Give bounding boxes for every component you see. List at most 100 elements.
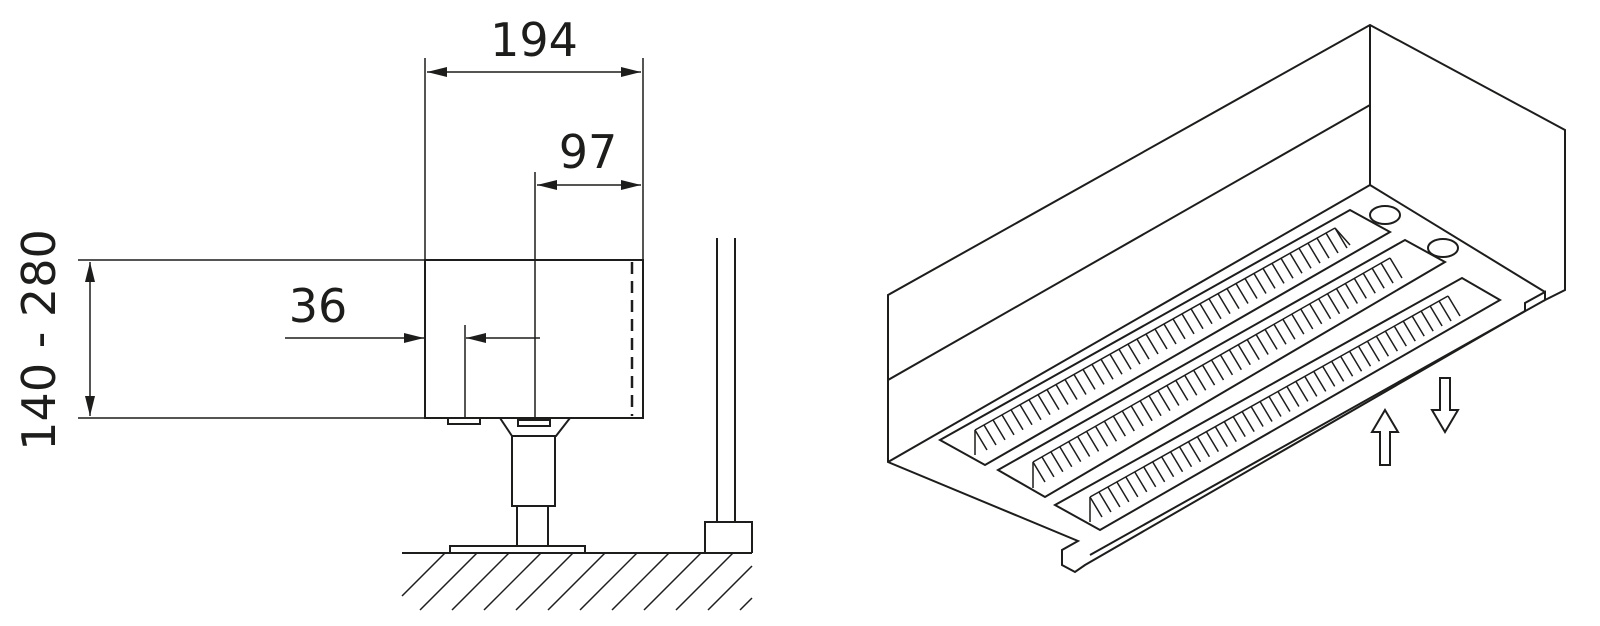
grille-fin bbox=[1241, 411, 1255, 432]
dimension-offset: 36 bbox=[289, 279, 348, 333]
grille-fin bbox=[1325, 232, 1339, 254]
arrow-down-icon bbox=[1430, 377, 1460, 434]
foot bbox=[517, 419, 551, 427]
grille-fin bbox=[1154, 328, 1168, 350]
grille-fin bbox=[1157, 390, 1171, 411]
grille-fin bbox=[1134, 471, 1148, 493]
grille-fin bbox=[1438, 300, 1452, 322]
grille-fin bbox=[1193, 369, 1207, 391]
grille-fin bbox=[1118, 348, 1132, 370]
grille-fin bbox=[1268, 396, 1282, 417]
front-rail bbox=[1089, 299, 1546, 556]
grille-fin bbox=[1073, 374, 1087, 395]
convector-body bbox=[424, 259, 644, 419]
grille-fin bbox=[1219, 354, 1234, 376]
grille-fin bbox=[1393, 325, 1407, 347]
grille-fin bbox=[1402, 320, 1416, 342]
grille-fin bbox=[1107, 486, 1121, 508]
grille-fin bbox=[1344, 283, 1359, 304]
grille-fin bbox=[1139, 400, 1153, 422]
grille-fin bbox=[1223, 421, 1237, 443]
grille-fin bbox=[1187, 441, 1202, 463]
grille-fin bbox=[1046, 389, 1060, 410]
grille-fin bbox=[1109, 353, 1123, 375]
grille-fin bbox=[1232, 416, 1246, 437]
grille-fin bbox=[1214, 426, 1228, 448]
grille-fin bbox=[1098, 491, 1112, 513]
grille-fin bbox=[1289, 252, 1303, 274]
side-view: 194 97 36 140 - 280 bbox=[12, 13, 753, 611]
grille-fin bbox=[1028, 399, 1042, 421]
grille-fin bbox=[1353, 278, 1367, 299]
grille-fin bbox=[1420, 310, 1434, 332]
grille-fin bbox=[1217, 293, 1231, 315]
grille-fin bbox=[1313, 370, 1327, 392]
grille-fin bbox=[1262, 268, 1276, 289]
grille-fin bbox=[1326, 293, 1341, 315]
grille-fin bbox=[1121, 410, 1135, 432]
support-leg bbox=[511, 435, 556, 507]
grille-fin bbox=[1145, 333, 1159, 355]
grille-fin bbox=[1037, 394, 1051, 416]
grille-fin bbox=[1152, 461, 1166, 483]
grille-fin bbox=[1228, 349, 1242, 371]
grille-fin bbox=[1255, 334, 1269, 355]
grille-fin bbox=[1380, 262, 1394, 284]
grille-fin bbox=[1001, 414, 1015, 436]
grille-fin bbox=[1389, 257, 1403, 279]
foot bbox=[447, 417, 481, 425]
grille-fin bbox=[1277, 391, 1291, 412]
grille-fin bbox=[1253, 273, 1267, 294]
grille-fin bbox=[1250, 406, 1264, 427]
grille-fin bbox=[1246, 339, 1260, 360]
grille-fin bbox=[1304, 376, 1318, 397]
housing-edge bbox=[887, 184, 1371, 463]
dimension-height-range: 140 - 280 bbox=[12, 229, 66, 450]
grille-fin bbox=[1199, 303, 1213, 325]
grille-fin bbox=[983, 424, 997, 446]
grille-fin bbox=[1298, 247, 1312, 269]
grille-fin bbox=[1205, 431, 1219, 453]
grille-fin bbox=[1032, 461, 1046, 483]
grille-fin bbox=[1163, 323, 1177, 345]
grille-fin bbox=[1103, 420, 1118, 442]
dimension-width-total: 194 bbox=[490, 13, 578, 67]
grille-3 bbox=[1052, 276, 1503, 532]
grille-fin bbox=[1201, 364, 1216, 386]
support-leg-lower bbox=[516, 505, 549, 547]
grille-fin bbox=[1148, 395, 1162, 417]
grille-fin bbox=[1116, 481, 1130, 503]
grille-fin bbox=[1210, 359, 1225, 381]
grille-fin bbox=[1235, 283, 1249, 304]
grille-fin bbox=[1226, 288, 1240, 309]
grille-fin bbox=[1076, 436, 1091, 457]
grille-fin bbox=[1291, 313, 1305, 335]
grille-fin bbox=[974, 429, 988, 451]
grille-fin bbox=[1282, 318, 1296, 340]
grille-fin bbox=[1181, 313, 1195, 335]
housing-edge bbox=[887, 104, 1371, 381]
grille-fin bbox=[1178, 446, 1193, 468]
floor-hatching bbox=[401, 552, 753, 611]
wall-base bbox=[704, 521, 753, 553]
grille-fin bbox=[1085, 431, 1100, 452]
grille-fin bbox=[1331, 360, 1345, 382]
grille-fin bbox=[1362, 272, 1376, 294]
grille-fin bbox=[1041, 456, 1055, 478]
grille-fin bbox=[1184, 374, 1198, 396]
grille-fin bbox=[992, 419, 1006, 441]
grille-fin bbox=[1175, 380, 1189, 401]
grille-fin bbox=[1169, 451, 1184, 473]
valve bbox=[1369, 205, 1401, 225]
grille-fin bbox=[1295, 381, 1309, 402]
grille-fin bbox=[1082, 369, 1096, 390]
grille-fin bbox=[1019, 404, 1033, 426]
grille-fin bbox=[1091, 363, 1105, 385]
grille-fin bbox=[1059, 446, 1073, 468]
grille-fin bbox=[1411, 315, 1425, 337]
grille-fin bbox=[1371, 267, 1385, 289]
grille-fin bbox=[1136, 338, 1150, 360]
grille-fin bbox=[1273, 323, 1287, 345]
grille-fin bbox=[1166, 385, 1180, 406]
